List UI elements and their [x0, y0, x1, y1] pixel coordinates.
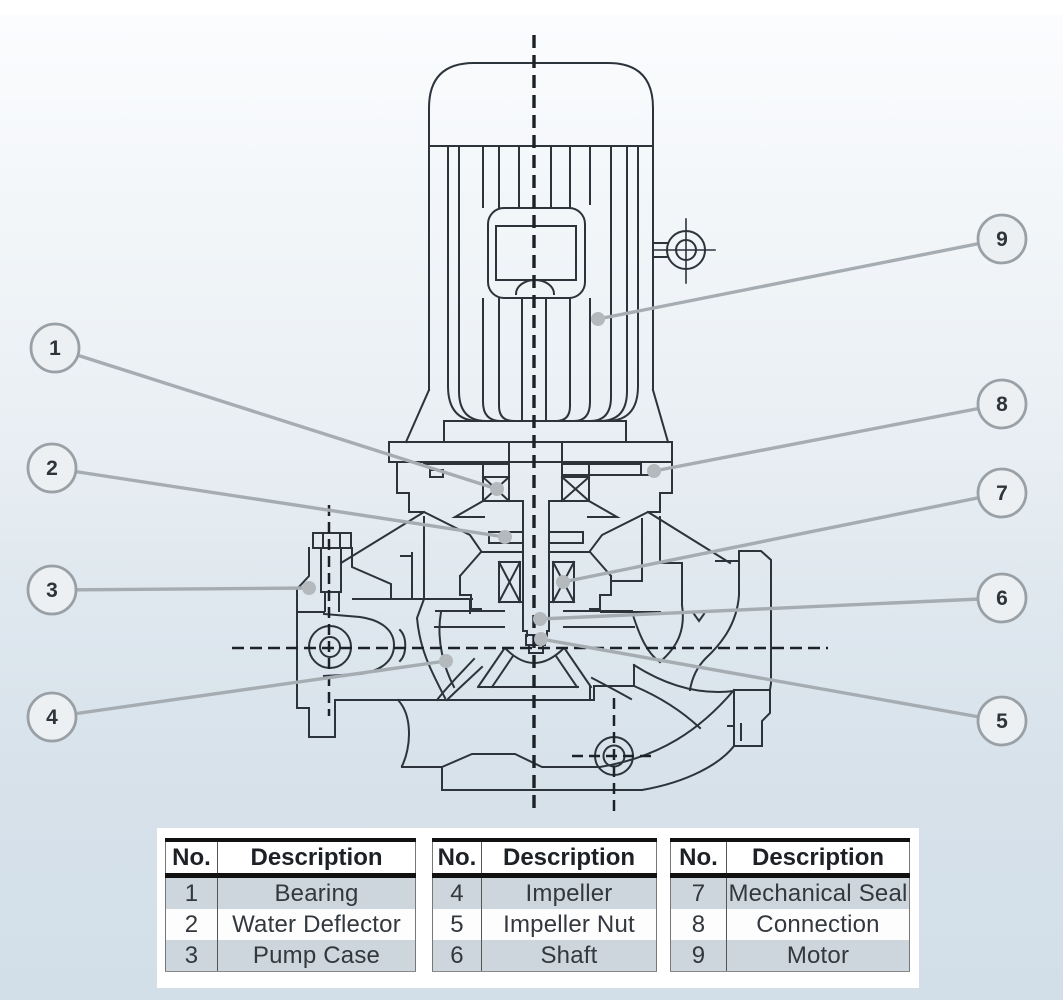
svg-text:2: 2 — [46, 457, 58, 480]
svg-text:3: 3 — [46, 579, 58, 602]
svg-text:7: 7 — [996, 482, 1008, 505]
svg-text:5: 5 — [996, 710, 1008, 733]
svg-text:4: 4 — [46, 706, 58, 729]
svg-text:9: 9 — [996, 228, 1008, 251]
svg-text:1: 1 — [49, 337, 61, 360]
svg-text:8: 8 — [996, 393, 1008, 416]
svg-text:6: 6 — [996, 587, 1008, 610]
